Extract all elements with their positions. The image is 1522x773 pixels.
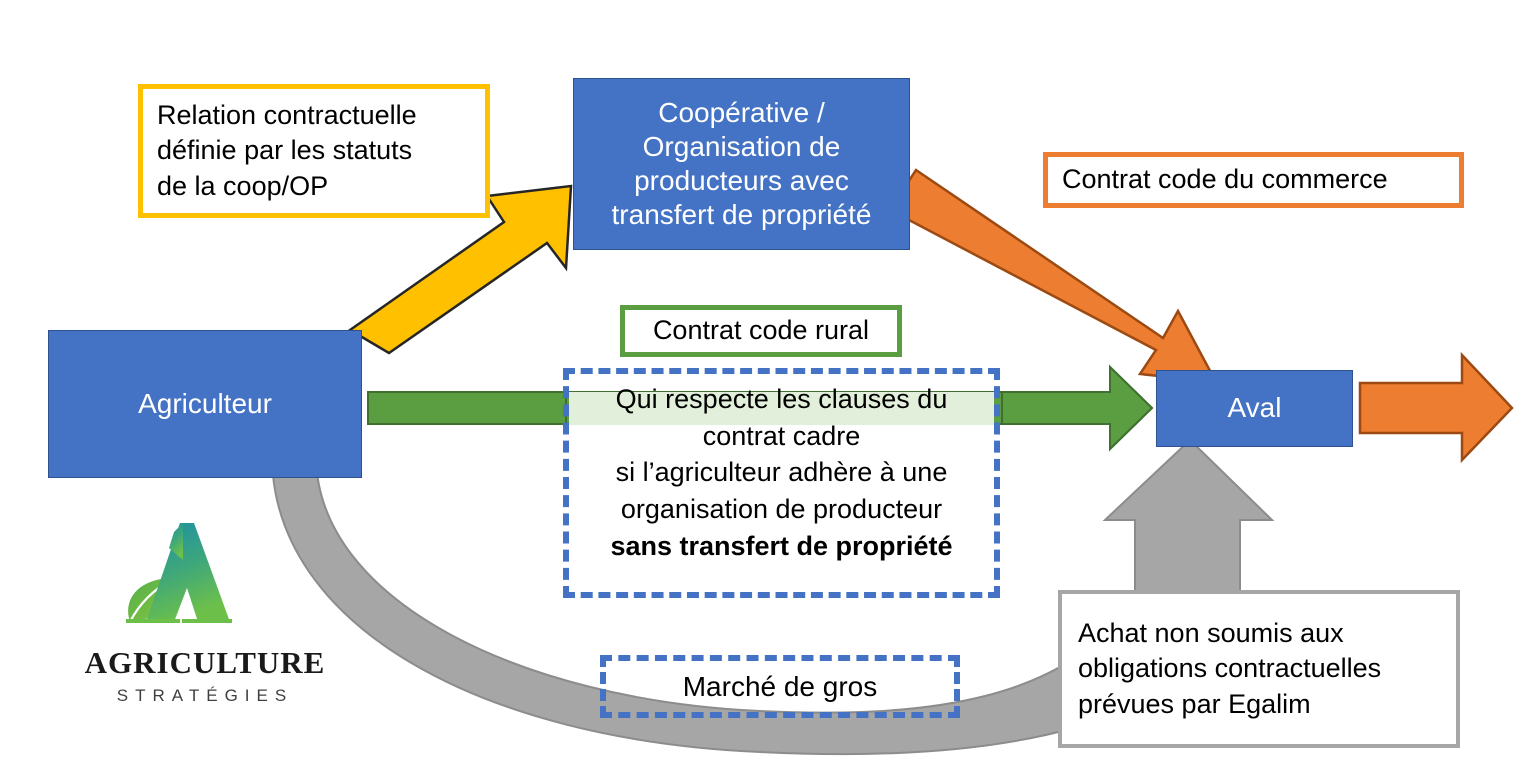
dashed-marche-label: Marché de gros xyxy=(682,670,878,702)
note-achat-line-1: Achat non soumis aux xyxy=(1078,618,1344,649)
node-agriculteur[interactable]: Agriculteur xyxy=(48,330,362,478)
note-relation-line-2: définie par les statuts xyxy=(157,135,413,166)
note-contrat-code-rural: Contrat code rural xyxy=(620,305,902,357)
node-cooperative-line-3: producteurs avec xyxy=(634,165,849,196)
note-achat-non-soumis: Achat non soumis aux obligations contrac… xyxy=(1058,590,1460,748)
dashed-box-clauses-text: Qui respecte les clauses du contrat cadr… xyxy=(569,374,994,592)
dashed-clauses-line-1: Qui respecte les clauses du xyxy=(615,384,948,414)
dashed-clauses-line-2: contrat cadre xyxy=(702,420,861,451)
note-achat-line-2: obligations contractuelles xyxy=(1078,653,1382,684)
node-cooperative-line-1: Coopérative / xyxy=(658,96,825,128)
node-cooperative-line-2: Organisation de xyxy=(642,130,841,162)
dashed-box-clauses-contrat-cadre: Qui respecte les clauses du contrat cadr… xyxy=(563,368,1000,598)
logo-wordmark: AGRICULTURE xyxy=(84,645,326,680)
node-cooperative-line-4: transfert de propriété xyxy=(611,199,872,231)
note-relation-contractuelle: Relation contractuelle définie par les s… xyxy=(138,84,490,218)
dashed-clauses-line-4: organisation de producteur xyxy=(620,494,943,525)
note-contrat-code-rural-line-1: Contrat code rural xyxy=(652,315,870,346)
dashed-clauses-line-3: si l’agriculteur adhère à une xyxy=(615,457,948,488)
arrow-orange-exit-shape xyxy=(1358,351,1514,464)
note-contrat-code-commerce: Contrat code du commerce xyxy=(1043,152,1464,208)
agriculture-strategies-logo: AGRICULTURE STRATÉGIES xyxy=(70,518,340,708)
dashed-box-marche-de-gros: Marché de gros xyxy=(600,655,960,718)
note-relation-line-3: de la coop/OP xyxy=(157,170,329,201)
node-cooperative[interactable]: Coopérative / Organisation de producteur… xyxy=(573,78,910,250)
logo-mark-icon xyxy=(126,523,232,623)
dashed-clauses-line-5: sans transfert de propriété xyxy=(610,530,953,561)
note-achat-line-3: prévues par Egalim xyxy=(1078,688,1311,719)
node-agriculteur-label: Agriculteur xyxy=(138,387,272,419)
node-aval[interactable]: Aval xyxy=(1156,370,1353,447)
note-contrat-code-commerce-line-1: Contrat code du commerce xyxy=(1062,164,1388,195)
logo-subword: STRATÉGIES xyxy=(116,686,294,705)
arrow-yellow-up-right-shape xyxy=(347,184,573,355)
green-arrow-highlight-band xyxy=(569,392,994,425)
node-cooperative-label: Coopérative / Organisation de producteur… xyxy=(612,96,872,233)
note-relation-line-1: Relation contractuelle xyxy=(157,100,417,131)
node-aval-label: Aval xyxy=(1227,392,1282,424)
